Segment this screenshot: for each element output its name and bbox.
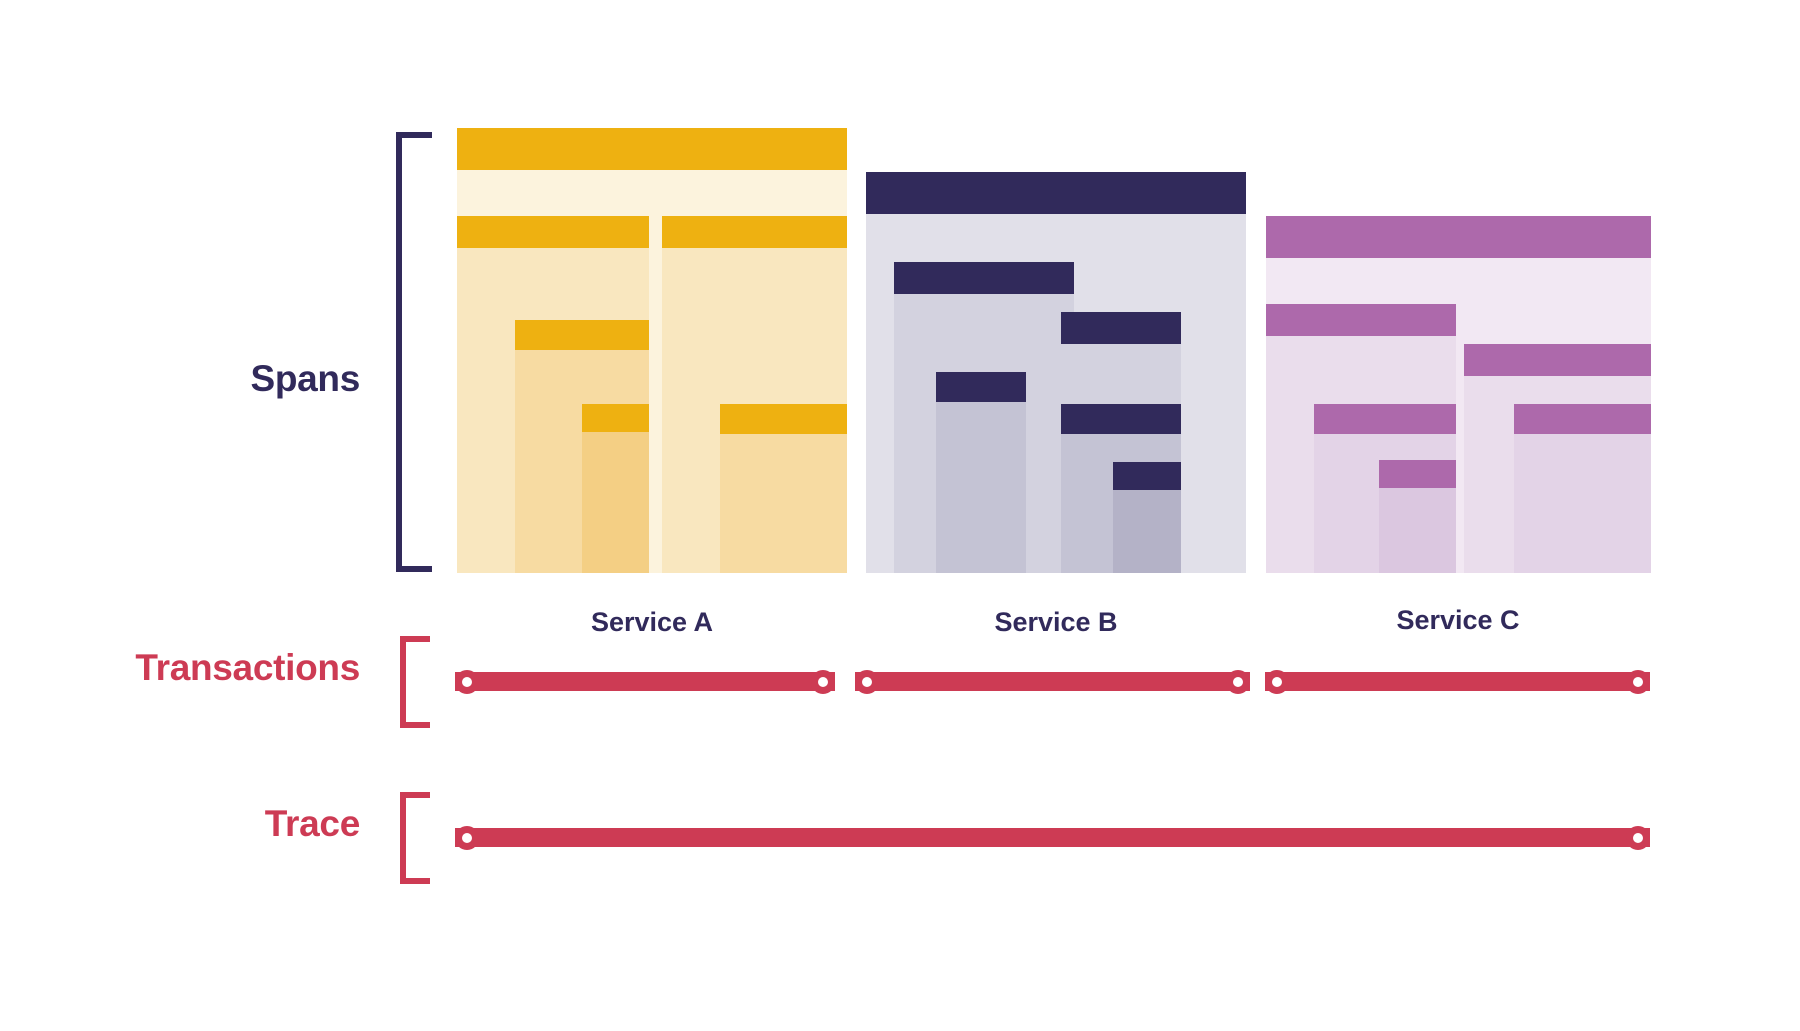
service-a-grandchild-span-2 [720,404,847,573]
service-b-leaf-span-1-body [1113,490,1181,573]
spans-diagram [457,0,1666,573]
service-label-b: Service B [994,607,1118,637]
service-c-column [1266,0,1666,573]
service-b-child-span-2-header [1061,312,1181,344]
service-b-grandchild-span-1-body [936,402,1026,573]
spans-bracket [396,132,432,572]
service-b-column [866,0,1266,573]
transaction-service-a-line [455,672,835,691]
service-b-leaf-span-1-header [1113,462,1181,490]
service-b-grandchild-span-1 [936,372,1026,573]
service-b-leaf-span-1 [1113,462,1181,573]
service-c-leaf-span-1 [1379,460,1456,573]
service-a-grandchild-span-2-body [720,434,847,573]
service-a-leaf-span-1 [582,404,649,573]
service-c-leaf-span-1-header [1379,460,1456,488]
service-c-grandchild-span-2-header [1514,404,1651,434]
trace-bracket [400,792,430,884]
trace-full-span-start-dot [455,826,479,850]
service-c-grandchild-span-2-body [1514,434,1651,573]
service-label-a: Service A [590,607,714,637]
transaction-service-c-end-dot [1626,670,1650,694]
transaction-service-a-start-dot [455,670,479,694]
trace-row-label: Trace [264,803,361,844]
service-a-leaf-span-1-body [582,432,649,573]
transaction-service-b-start-dot [855,670,879,694]
transaction-service-b-end-dot [1226,670,1250,694]
transaction-service-c-start-dot [1265,670,1289,694]
service-c-root-span-header [1266,216,1651,258]
service-label-c: Service C [1396,605,1520,635]
service-b-grandchild-span-2-header [1061,404,1181,434]
transaction-service-a-end-dot [811,670,835,694]
service-b-root-span-header [866,172,1246,214]
transaction-service-c-line [1265,672,1650,691]
service-a-child-span-1-header [457,216,649,248]
service-c-grandchild-span-2 [1514,404,1651,573]
transactions-row-label: Transactions [135,647,360,688]
service-a-child-span-2-header [662,216,847,248]
service-a-column [457,0,857,573]
service-b-grandchild-span-1-header [936,372,1026,402]
spans-row-label: Spans [250,358,360,399]
service-a-grandchild-span-1-header [515,320,649,350]
service-b-child-span-1-header [894,262,1074,294]
service-c-child-span-1-header [1266,304,1456,336]
trace-full-span-end-dot [1626,826,1650,850]
service-c-grandchild-span-1-header [1314,404,1456,434]
trace-full-span-line [455,828,1650,847]
service-c-leaf-span-1-body [1379,488,1456,573]
transactions-bracket [400,636,430,728]
service-c-child-span-2-header [1464,344,1651,376]
service-a-grandchild-span-2-header [720,404,847,434]
service-a-root-span-header [457,128,847,170]
transaction-service-b-line [855,672,1250,691]
service-a-leaf-span-1-header [582,404,649,432]
